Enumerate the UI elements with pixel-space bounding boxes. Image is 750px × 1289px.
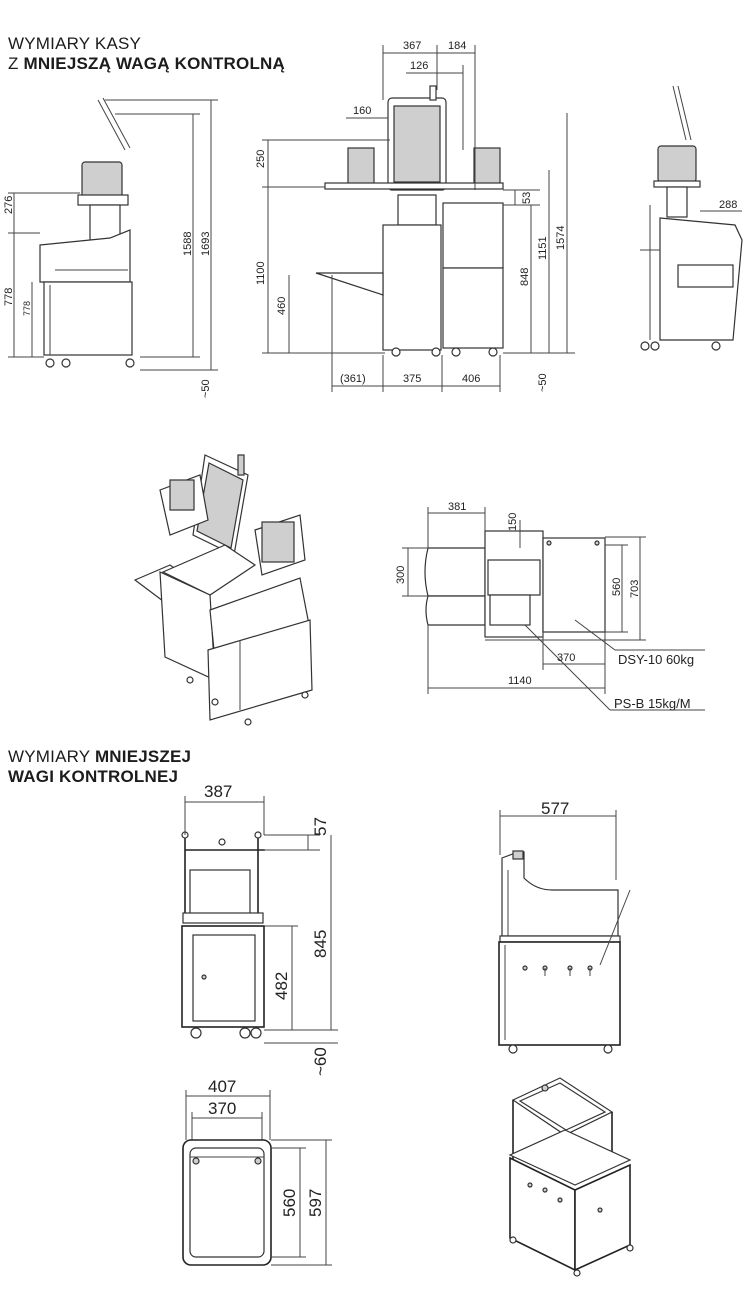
heading-line-1: WYMIARY MNIEJSZEJ	[8, 747, 191, 767]
dim-1588: 1588	[182, 232, 194, 256]
dim-375: 375	[403, 373, 421, 385]
dim-300: 300	[395, 566, 407, 584]
dim-845: 845	[311, 930, 330, 958]
dim-288: 288	[719, 199, 737, 211]
dim-184: 184	[448, 40, 466, 52]
dim-577: 577	[541, 799, 569, 818]
dim-160: 160	[353, 105, 371, 117]
heading-line-2: WAGI KONTROLNEJ	[8, 767, 191, 787]
kiosk-side-view: 276 778 778 1588 1693 ~50	[3, 97, 218, 398]
dim-53: 53	[521, 192, 533, 204]
scale-plan-view: 407 370 560 597	[182, 1077, 332, 1266]
dim-250: 250	[255, 150, 267, 168]
dim-126: 126	[410, 60, 428, 72]
dim-276: 276	[3, 196, 15, 214]
dim-848: 848	[519, 268, 531, 286]
scale-side-view: 577	[498, 799, 631, 1054]
kiosk-isometric-view	[133, 454, 313, 726]
kiosk-right-view: 288	[640, 85, 743, 351]
heading-line-1: WYMIARY KASY	[8, 34, 142, 53]
heading-prefix: WYMIARY	[8, 747, 95, 766]
dim-1151: 1151	[537, 236, 549, 260]
kiosk-front-view: 367 184 126 160 250 1100 460 53 848 1151…	[255, 40, 575, 392]
heading-bold: WAGI KONTROLNEJ	[8, 767, 179, 786]
dim-361: (361)	[340, 373, 366, 385]
dim-1140: 1140	[508, 675, 532, 687]
dim-406: 406	[462, 373, 480, 385]
dim-50: ~50	[200, 379, 212, 398]
dim-1100: 1100	[255, 261, 267, 285]
dim-597: 597	[306, 1189, 325, 1217]
dim-370: 370	[208, 1099, 236, 1118]
heading-bold: MNIEJSZĄ WAGĄ KONTROLNĄ	[23, 54, 285, 73]
dim-482: 482	[272, 972, 291, 1000]
dim-560: 560	[611, 578, 623, 596]
dim-703: 703	[629, 580, 641, 598]
scale-isometric-view	[508, 1077, 634, 1277]
dim-57: 57	[311, 817, 330, 836]
dim-560: 560	[280, 1189, 299, 1217]
dim-778-outer: 778	[3, 288, 15, 306]
label-psb-scale: PS-B 15kg/M	[614, 696, 691, 711]
dim-60: ~60	[311, 1047, 330, 1076]
dim-460: 460	[276, 297, 288, 315]
label-dsy-scale: DSY-10 60kg	[618, 652, 694, 667]
heading-bold: MNIEJSZEJ	[94, 747, 192, 766]
section-heading-scale: WYMIARY MNIEJSZEJ WAGI KONTROLNEJ	[8, 747, 191, 787]
dim-387: 387	[204, 782, 232, 801]
dim-50: ~50	[537, 373, 549, 392]
dim-407: 407	[208, 1077, 236, 1096]
dim-1693: 1693	[200, 232, 212, 256]
dim-1574: 1574	[555, 226, 567, 250]
scale-front-view: 387 57 845 482 ~60	[181, 782, 338, 1076]
heading-prefix: Z	[8, 54, 24, 73]
dim-150: 150	[507, 513, 519, 531]
section-heading-kiosk: WYMIARY KASY Z MNIEJSZĄ WAGĄ KONTROLNĄ	[8, 34, 285, 74]
dim-370: 370	[557, 652, 575, 664]
dim-367: 367	[403, 40, 421, 52]
heading-line-2: Z MNIEJSZĄ WAGĄ KONTROLNĄ	[8, 54, 285, 74]
dim-381: 381	[448, 501, 466, 513]
dim-778-inner: 778	[22, 301, 32, 316]
kiosk-plan-view: 381 150 300 560 703 370 1140 DSY-10 60kg…	[395, 501, 705, 711]
